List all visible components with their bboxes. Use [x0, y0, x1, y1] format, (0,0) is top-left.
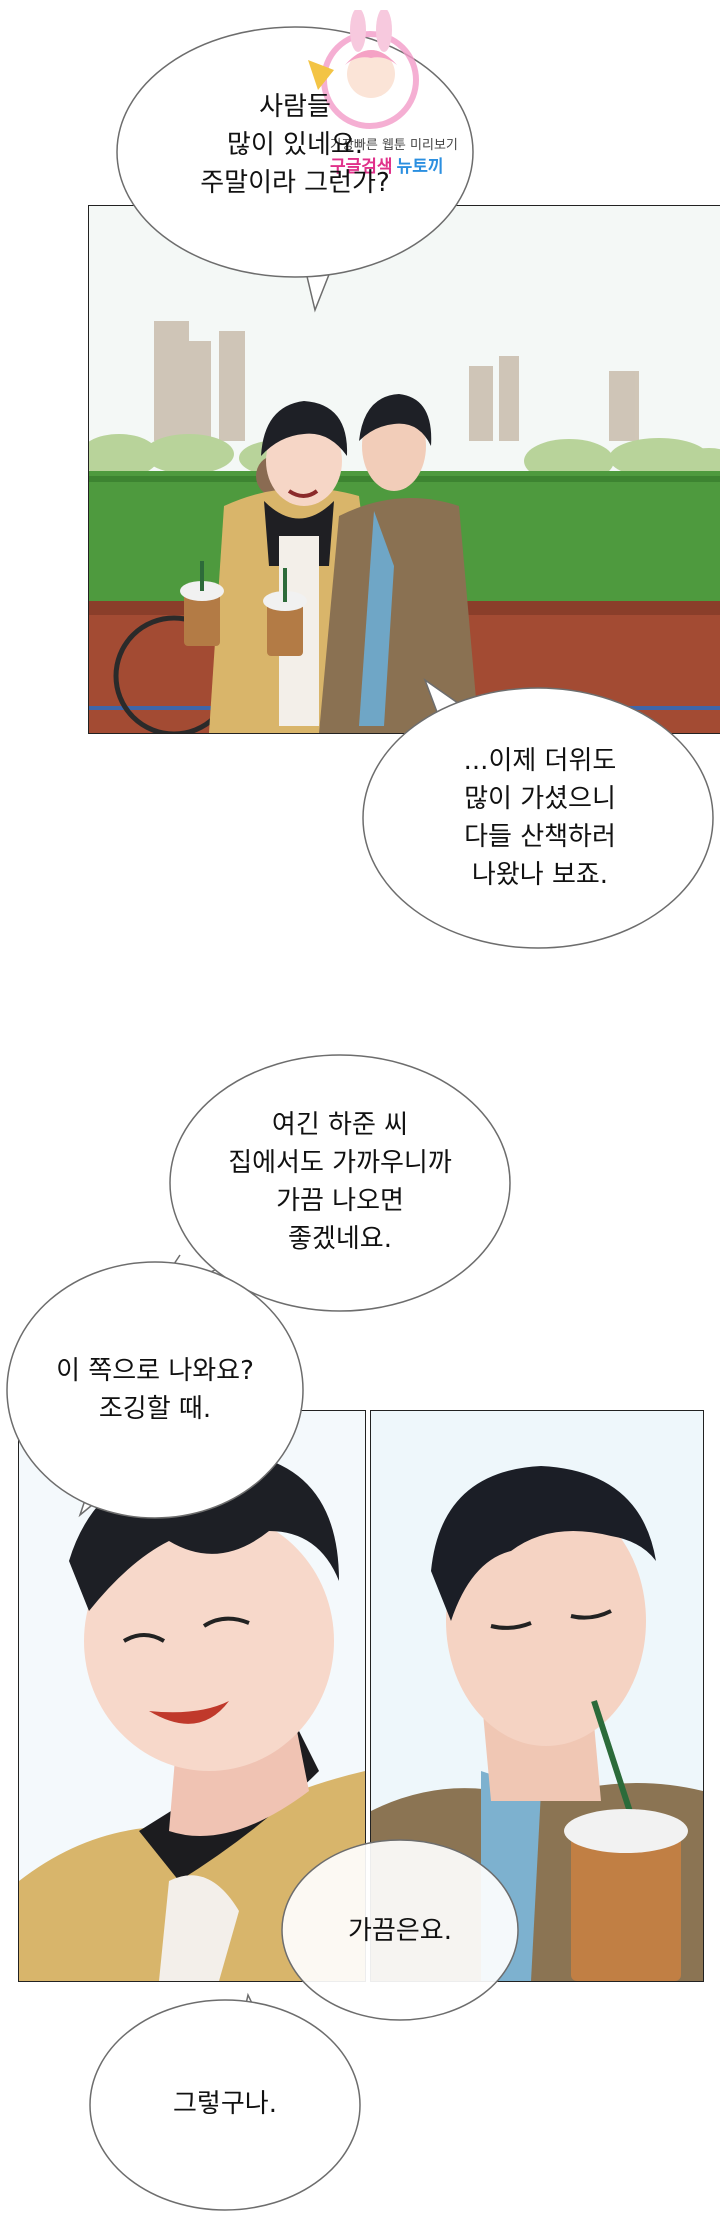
watermark-site-label: 뉴토끼 [396, 157, 444, 177]
bubble-line: 나왔나 보죠. [471, 860, 609, 890]
bubble-line: 좋겠네요. [288, 1224, 392, 1254]
speech-bubble-5: 가끔은요. [300, 1912, 500, 1950]
bubble-line: 가끔 나오면 [276, 1186, 404, 1216]
bubble-line: 조깅할 때. [98, 1394, 212, 1424]
speech-bubble-2: ...이제 더위도 많이 가셨으니 다들 산책하러 나왔나 보죠. [380, 742, 700, 894]
watermark-line1: 가장빠른 웹툰 미리보기 [330, 138, 458, 153]
bubble-line: 사람들 [259, 92, 331, 122]
speech-bubble-4: 이 쪽으로 나와요? 조깅할 때. [15, 1352, 295, 1428]
bubble-line: 많이 있네요. [226, 130, 364, 160]
park-illustration [89, 206, 720, 733]
speech-bubble-6: 그렇구나. [110, 2085, 340, 2123]
speech-bubble-1: 사람들 많이 있네요. 주말이라 그런가? [120, 88, 470, 202]
sipping-man-illustration [371, 1411, 703, 1981]
bubble-line: 여긴 하준 씨 [271, 1110, 409, 1140]
watermark-search-label: 구글검색 [330, 157, 393, 177]
bubble-line: 그렇구나. [173, 2089, 277, 2119]
panel-park-walk [88, 205, 720, 734]
bubble-line: 주말이라 그런가? [200, 168, 390, 198]
panel-smiling-man [18, 1410, 366, 1982]
speech-bubble-3: 여긴 하준 씨 집에서도 가까우니까 가끔 나오면 좋겠네요. [180, 1106, 500, 1258]
panel-sipping-man [370, 1410, 704, 1982]
bubble-line: ...이제 더위도 [463, 746, 617, 776]
bubble-line: 다들 산책하러 [464, 822, 616, 852]
bubble-line: 가끔은요. [348, 1916, 452, 1946]
bubble-line: 많이 가셨으니 [464, 784, 616, 814]
bubble-line: 집에서도 가까우니까 [228, 1148, 452, 1178]
bunny-mascot-icon [308, 8, 419, 129]
smiling-man-illustration [19, 1411, 365, 1981]
bubble-line: 이 쪽으로 나와요? [56, 1356, 254, 1386]
